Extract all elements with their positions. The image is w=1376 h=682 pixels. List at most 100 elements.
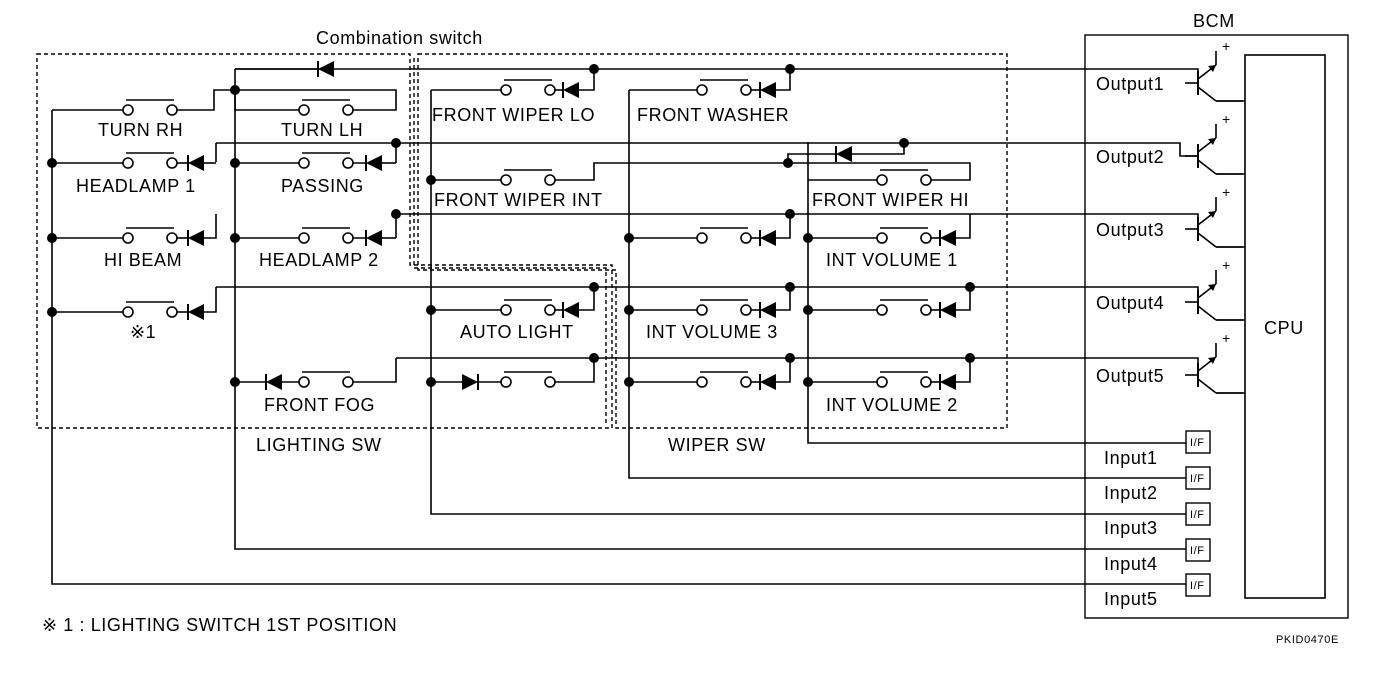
switch-front-wiper-int (500, 169, 556, 186)
junction-dots (47, 64, 975, 387)
label-front-fog: FRONT FOG (264, 395, 375, 415)
switch-int-volume-c (696, 371, 752, 388)
svg-text:I/F: I/F (1190, 580, 1205, 592)
switch-front-fog (298, 371, 354, 388)
label-passing: PASSING (281, 176, 364, 196)
switch-int-volume-b (876, 299, 932, 316)
output-5-label: Output5 (1096, 366, 1164, 386)
output-transistor (1197, 196, 1244, 248)
bcm-outputs: Output1 Output2 Output3 Output4 Output5 … (1096, 38, 1244, 394)
output-2-label: Output2 (1096, 147, 1164, 167)
output-transistor (1197, 50, 1244, 102)
switch-turn-lh (298, 99, 354, 116)
switch-auto-light (500, 299, 556, 316)
diode-icon (317, 60, 335, 78)
interface-box: I/F (1185, 502, 1211, 526)
diode-icon (759, 373, 777, 391)
input-5-label: Input5 (1104, 589, 1158, 609)
switch-enclosures (36, 53, 1008, 429)
diode-icon (562, 301, 580, 319)
input-2-label: Input2 (1104, 483, 1158, 503)
label-turn-rh: TURN RH (98, 120, 183, 140)
interface-box: I/F (1185, 538, 1211, 562)
label-note-1: ※1 (130, 322, 156, 342)
bcm-module: BCM CPU (1084, 11, 1349, 619)
svg-text:I/F: I/F (1190, 473, 1205, 485)
label-headlamp-1: HEADLAMP 1 (76, 176, 196, 196)
interface-box: I/F (1185, 466, 1211, 490)
output-transistor (1197, 269, 1244, 321)
switch-position-1 (122, 301, 178, 318)
diode-icon (759, 81, 777, 99)
input-4-label: Input4 (1104, 554, 1158, 574)
label-auto-light: AUTO LIGHT (460, 322, 574, 342)
diode-icon (187, 154, 205, 172)
diode-icon (939, 229, 957, 247)
interface-box: I/F (1185, 573, 1211, 597)
label-int-volume-1: INT VOLUME 1 (826, 250, 958, 270)
switch-front-wiper-hi (876, 169, 932, 186)
diode-icon (461, 373, 479, 391)
switch-headlamp-2 (298, 227, 354, 244)
label-int-volume-3: INT VOLUME 3 (646, 322, 778, 342)
input-1-label: Input1 (1104, 448, 1158, 468)
output-transistor (1197, 342, 1244, 394)
svg-text:I/F: I/F (1190, 437, 1205, 449)
bcm-inputs: Input1 Input2 Input3 Input4 Input5 I/F I… (1104, 430, 1211, 609)
plus-sign: + (1222, 184, 1231, 200)
diode-icon (187, 303, 205, 321)
switch-int-volume-2 (876, 371, 932, 388)
cpu-label: CPU (1264, 318, 1304, 338)
label-headlamp-2: HEADLAMP 2 (259, 250, 379, 270)
cpu-block (1244, 54, 1326, 599)
diode-icon (265, 373, 283, 391)
output-3-label: Output3 (1096, 220, 1164, 240)
bcm-label: BCM (1193, 11, 1235, 31)
lighting-switch-label: LIGHTING SW (256, 435, 382, 455)
figure-code: PKID0470E (1276, 634, 1339, 646)
label-turn-lh: TURN LH (281, 120, 363, 140)
output-1-label: Output1 (1096, 74, 1164, 94)
diode-icon (835, 145, 853, 163)
svg-text:I/F: I/F (1190, 545, 1205, 557)
label-front-wiper-int: FRONT WIPER INT (434, 190, 603, 210)
diode-icon (939, 301, 957, 319)
plus-sign: + (1222, 38, 1231, 54)
diode-icon (365, 229, 383, 247)
switch-int-volume-1 (876, 227, 932, 244)
switch-turn-rh (122, 99, 178, 116)
switch-int-volume-a (696, 227, 752, 244)
label-hi-beam: HI BEAM (104, 250, 182, 270)
switch-labels: TURN RH TURN LH HEADLAMP 1 PASSING HI BE… (76, 105, 969, 415)
label-front-wiper-lo: FRONT WIPER LO (432, 105, 595, 125)
output-4-label: Output4 (1096, 293, 1164, 313)
switch-headlamp-1 (122, 152, 178, 169)
diagram-title: Combination switch (316, 28, 483, 48)
label-front-washer: FRONT WASHER (637, 105, 789, 125)
wires (51, 68, 1199, 585)
switch-int-volume-3 (696, 299, 752, 316)
svg-text:I/F: I/F (1190, 509, 1205, 521)
wiper-switch-label: WIPER SW (668, 435, 766, 455)
label-front-wiper-hi: FRONT WIPER HI (812, 190, 969, 210)
switch-auto-light-b (500, 371, 556, 388)
input-3-label: Input3 (1104, 518, 1158, 538)
diode-icon (187, 229, 205, 247)
switch-passing (298, 152, 354, 169)
diode-icon (562, 81, 580, 99)
plus-sign: + (1222, 330, 1231, 346)
switch-front-wiper-lo (500, 79, 556, 96)
output-transistor (1197, 123, 1244, 175)
interface-box: I/F (1185, 430, 1211, 454)
switch-hi-beam (122, 227, 178, 244)
footnote: ※ 1 : LIGHTING SWITCH 1ST POSITION (42, 615, 397, 635)
plus-sign: + (1222, 111, 1231, 127)
plus-sign: + (1222, 257, 1231, 273)
diode-icon (365, 154, 383, 172)
diode-icon (939, 373, 957, 391)
diode-icon (759, 229, 777, 247)
label-int-volume-2: INT VOLUME 2 (826, 395, 958, 415)
diode-icon (759, 301, 777, 319)
switch-front-washer (696, 79, 752, 96)
